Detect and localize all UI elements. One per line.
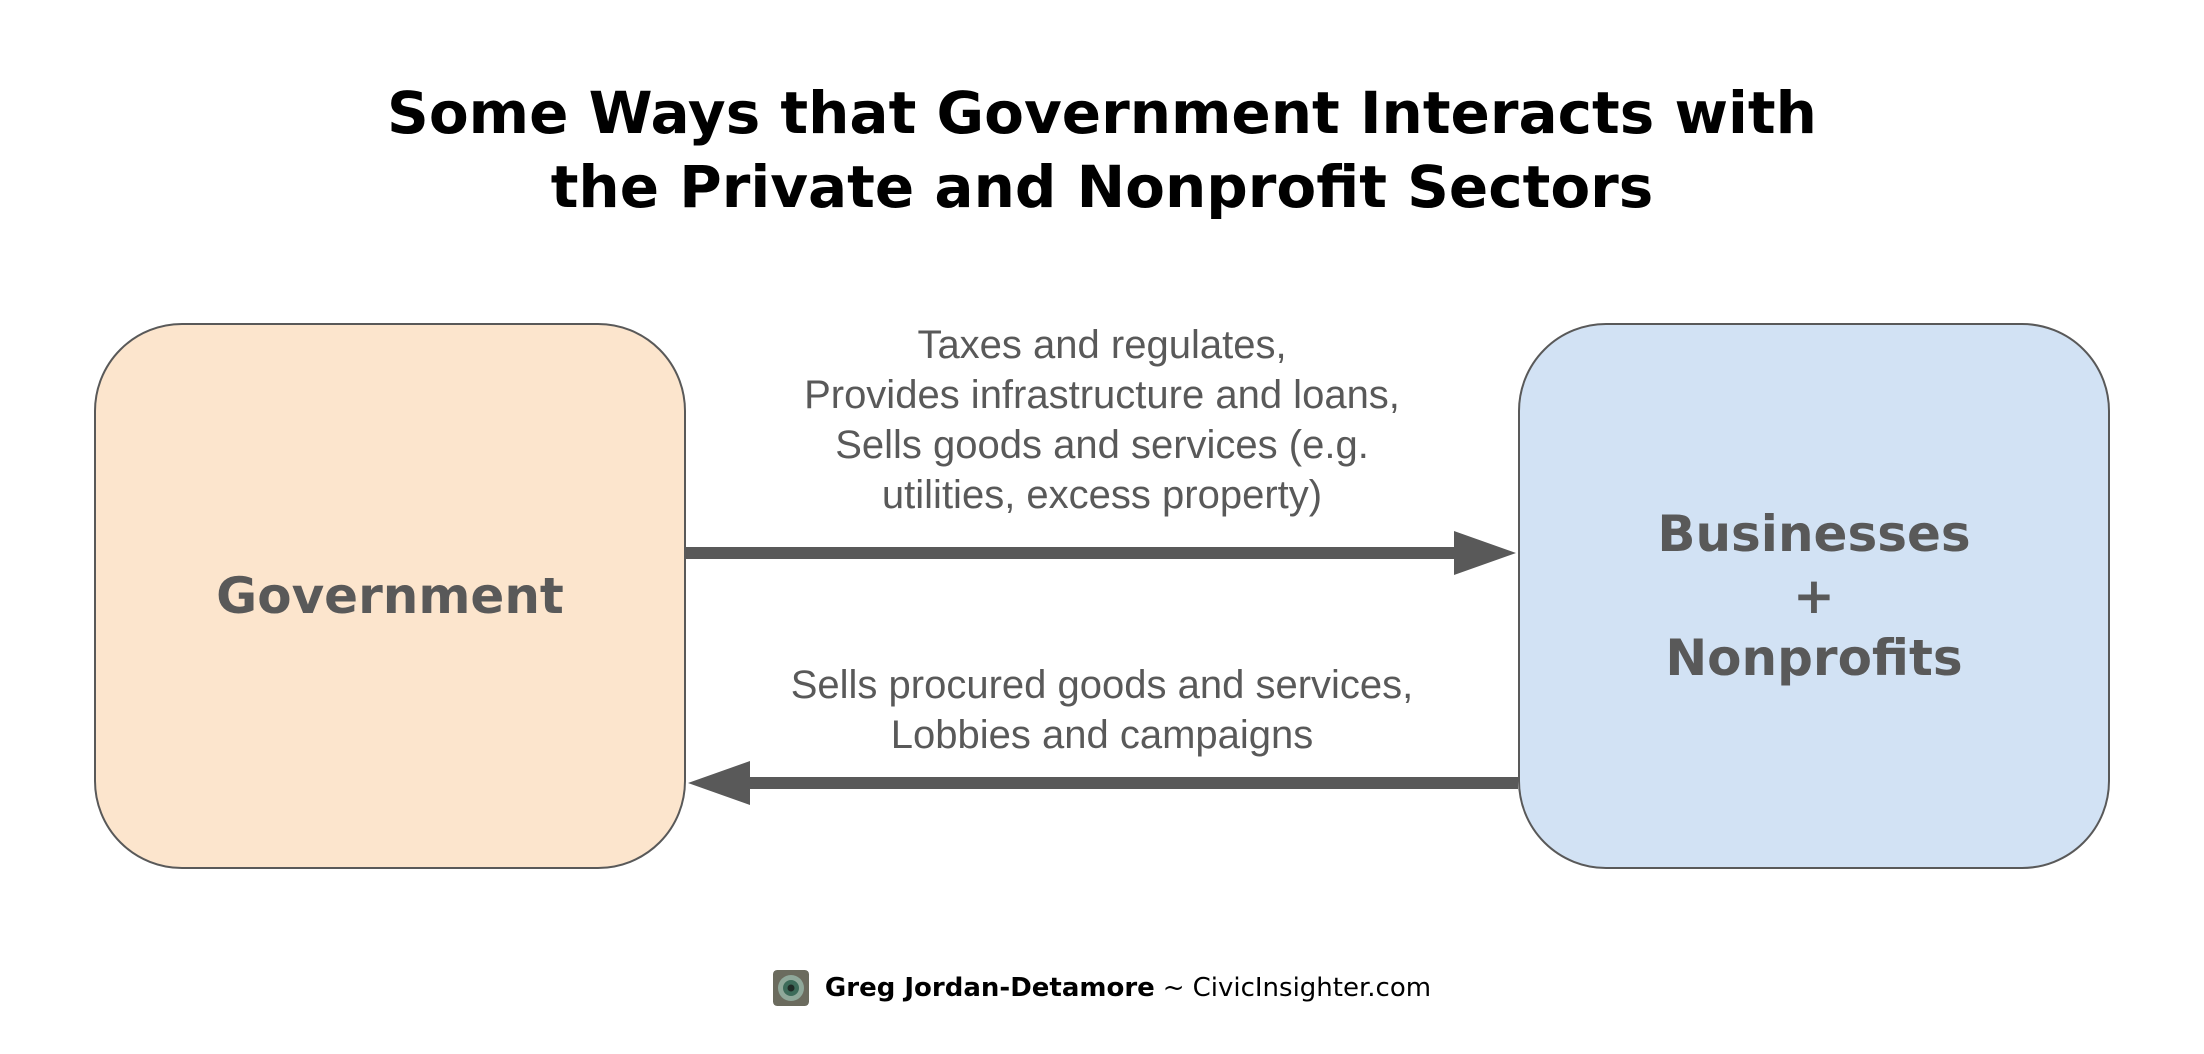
footer-site: CivicInsighter.com <box>1192 973 1432 1003</box>
arrow-to-business <box>686 531 1516 575</box>
government-label: Government <box>216 567 564 625</box>
title-line-2: the Private and Nonprofit Sectors <box>550 153 1654 221</box>
businesses-label: Businesses <box>1657 505 1971 563</box>
footer-author: Greg Jordan-Detamore <box>824 973 1155 1003</box>
businesses-nonprofits-box: Businesses + Nonprofits <box>1518 323 2110 869</box>
arrow-to-government-line-2: Lobbies and campaigns <box>890 713 1314 757</box>
diagram-title: Some Ways that Government Interacts with… <box>0 76 2204 224</box>
arrow-to-government-head <box>688 761 750 805</box>
arrow-to-government-label: Sells procured goods and services, Lobbi… <box>700 660 1504 760</box>
arrow-to-business-line-1: Taxes and regulates, <box>917 323 1287 367</box>
title-line-1: Some Ways that Government Interacts with <box>387 79 1817 147</box>
arrow-to-business-head <box>1454 531 1516 575</box>
arrow-to-business-label: Taxes and regulates, Provides infrastruc… <box>700 320 1504 520</box>
arrow-to-government-line-1: Sells procured goods and services, <box>790 663 1414 707</box>
nonprofits-label: Nonprofits <box>1665 629 1963 687</box>
arrow-to-business-line-4: utilities, excess property) <box>881 473 1323 517</box>
arrow-to-business-line-2: Provides infrastructure and loans, <box>804 373 1400 417</box>
footer-credit: Greg Jordan-Detamore ~ CivicInsighter.co… <box>0 970 2204 1006</box>
government-box: Government <box>94 323 686 869</box>
footer-separator: ~ <box>1162 973 1185 1003</box>
arrow-to-business-line-3: Sells goods and services (e.g. <box>835 423 1369 467</box>
civic-insighter-logo-icon <box>772 970 809 1006</box>
arrow-to-government <box>688 761 1518 805</box>
businesses-nonprofits-label: Businesses + Nonprofits <box>1657 503 1970 689</box>
plus-label: + <box>1793 567 1835 625</box>
